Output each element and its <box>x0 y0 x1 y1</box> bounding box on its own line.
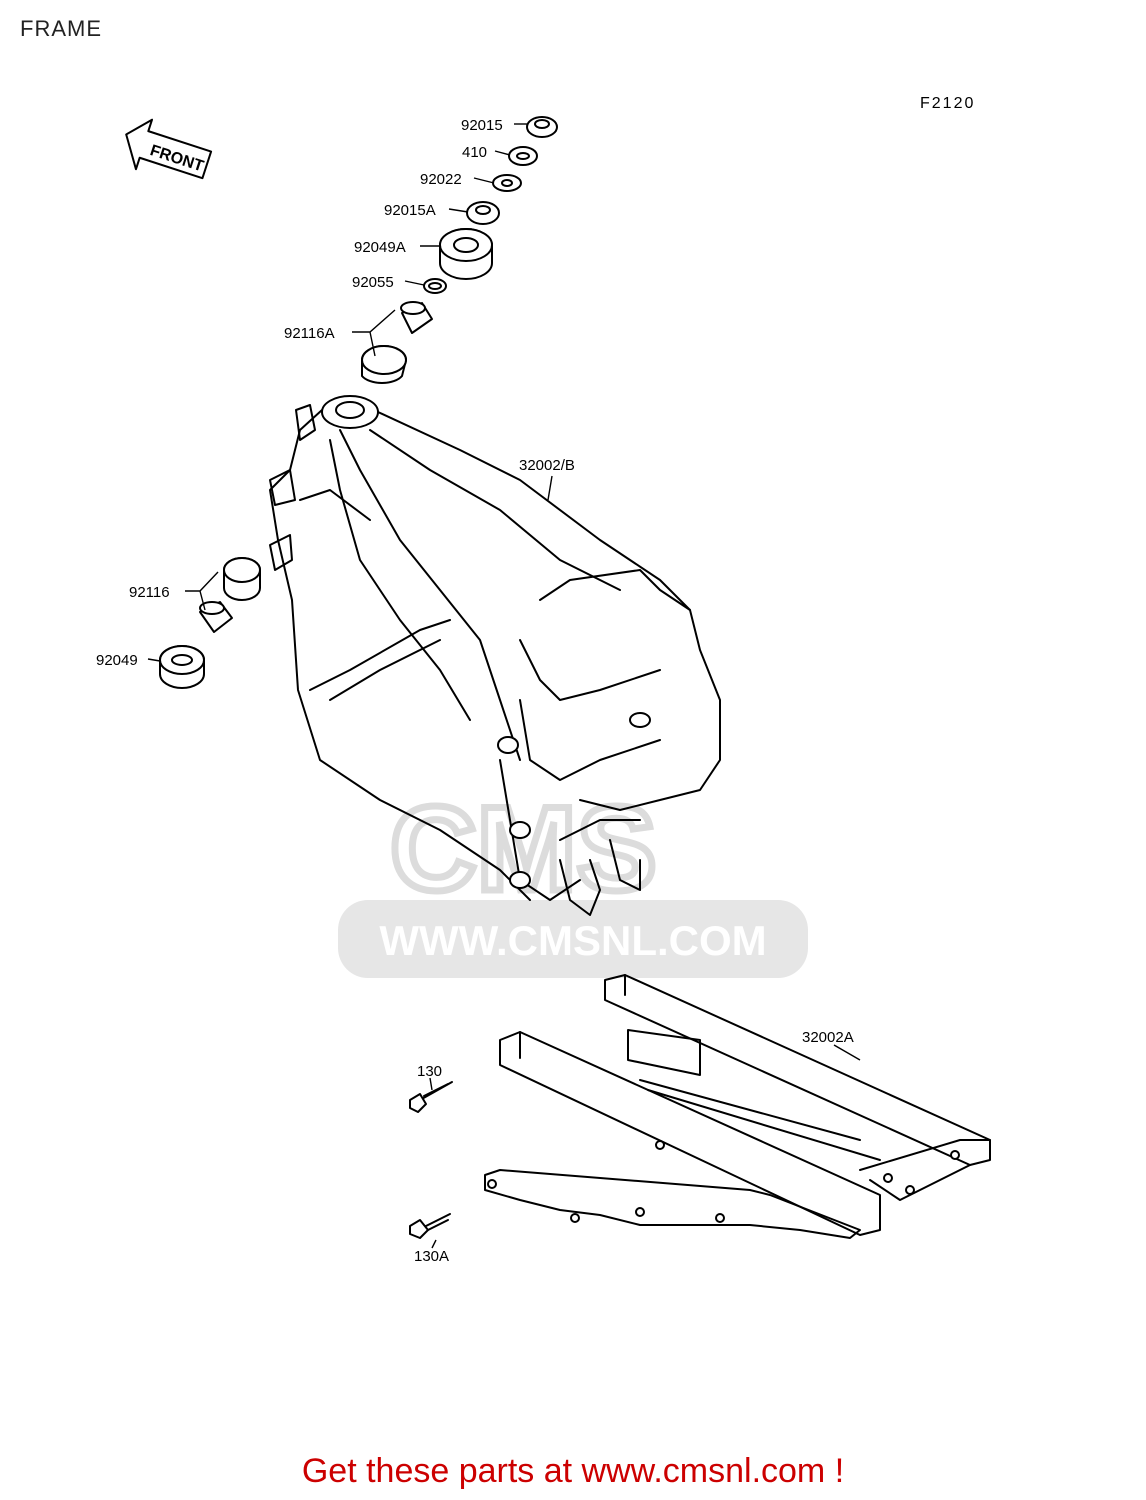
watermark-logo: CMS <box>390 782 657 916</box>
part-92116A-cup-icon <box>361 345 407 384</box>
bolt-130A-icon <box>409 1213 451 1239</box>
part-92116-cup-icon <box>223 557 261 601</box>
subframe-32002A <box>484 974 991 1239</box>
steering-head-parts <box>361 116 558 384</box>
lower-steering-parts <box>159 557 261 689</box>
part-92022-lock-washer-icon <box>492 174 522 192</box>
label-92049: 92049 <box>96 652 138 669</box>
label-92116A: 92116A <box>284 325 335 342</box>
part-92049-bearing-icon <box>159 645 205 689</box>
watermark-banner <box>338 900 808 978</box>
part-92116A-race-icon <box>400 301 433 334</box>
part-92015A-nut-icon <box>466 201 500 225</box>
part-410-washer-icon <box>508 146 538 166</box>
watermark-url: WWW.CMSNL.COM <box>379 917 766 964</box>
front-arrow-icon: FRONT <box>125 118 213 180</box>
label-130: 130 <box>417 1063 442 1080</box>
part-92116-race-icon <box>199 601 233 633</box>
label-32002B: 32002/B <box>519 457 575 474</box>
leader-lines <box>147 123 861 1249</box>
footer-link[interactable]: Get these parts at www.cmsnl.com ! <box>301 1452 845 1490</box>
label-92049A: 92049A <box>354 239 406 256</box>
label-32002A: 32002A <box>802 1029 854 1046</box>
watermark: CMS WWW.CMSNL.COM <box>338 779 808 978</box>
part-92049A-bearing-icon <box>439 228 493 280</box>
main-frame-32002B <box>269 395 721 916</box>
part-92015-nut-icon <box>526 116 558 138</box>
label-92055: 92055 <box>352 274 394 291</box>
part-92055-seal-icon <box>423 278 447 294</box>
label-92116: 92116 <box>129 584 170 601</box>
label-92015: 92015 <box>461 117 503 134</box>
label-130A: 130A <box>414 1248 449 1265</box>
label-92022: 92022 <box>420 171 462 188</box>
diagram-code: F2120 <box>920 95 975 112</box>
label-92015A: 92015A <box>384 202 436 219</box>
label-410: 410 <box>462 144 487 161</box>
page-title: FRAME <box>20 16 102 41</box>
bolt-130-icon <box>409 1081 453 1113</box>
